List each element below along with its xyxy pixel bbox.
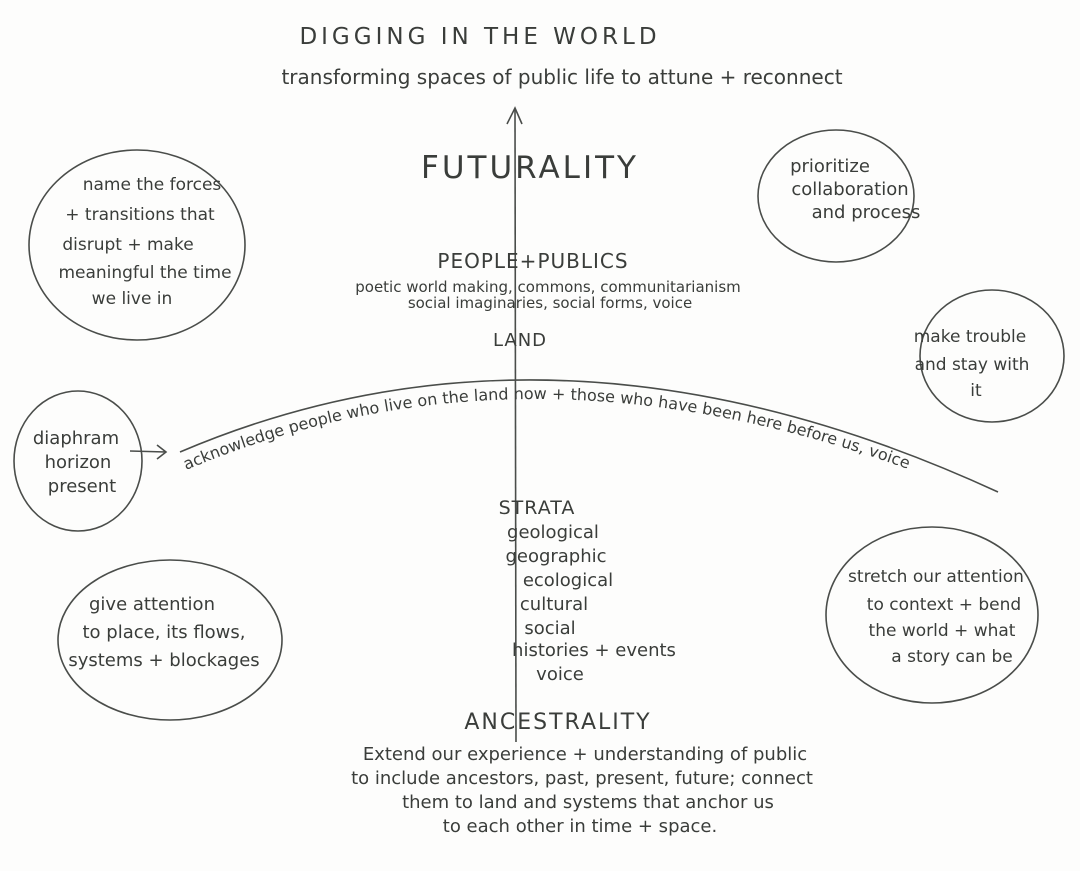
bubble-text: stretch our attention (848, 567, 1024, 587)
bubble-diaphram: diaphram horizon present (13, 390, 143, 532)
ancestrality-line: them to land and systems that anchor us (402, 792, 774, 813)
bubble-text: the world + what (869, 621, 1016, 641)
subtitle: transforming spaces of public life to at… (281, 65, 842, 89)
futurality-label: FUTURALITY (421, 150, 639, 186)
bubble-text: collaboration (791, 179, 908, 200)
bubble-text: give attention (89, 594, 215, 615)
title: DIGGING IN THE WORLD (299, 24, 660, 50)
bubble-make-trouble: make trouble and stay with it (914, 289, 1065, 423)
bubble-text: to place, its flows, (83, 622, 246, 643)
bubble-text: horizon (45, 452, 112, 473)
vertical-axis (514, 109, 517, 743)
bubble-text: disrupt + make (62, 235, 193, 255)
arrow-right-icon (129, 444, 168, 460)
strata-heading: STRATA (499, 497, 576, 519)
ancestrality-label: ANCESTRALITY (464, 710, 651, 735)
ancestrality-line: to each other in time + space. (443, 816, 717, 837)
ancestrality-line: Extend our experience + understanding of… (363, 744, 807, 765)
strata-item: histories + events (512, 640, 676, 661)
people-publics-heading: PEOPLE+PUBLICS (437, 249, 628, 273)
strata-item: cultural (520, 594, 588, 615)
bubble-text: to context + bend (867, 595, 1021, 615)
strata-item: voice (536, 664, 584, 685)
people-publics-line: social imaginaries, social forms, voice (408, 294, 692, 312)
ancestrality-line: to include ancestors, past, present, fut… (351, 768, 813, 789)
strata-item: social (524, 618, 575, 639)
horizon-curve (179, 379, 999, 493)
bubble-text: make trouble (914, 327, 1027, 347)
bubble-text: it (970, 381, 982, 401)
bubble-text: + transitions that (65, 205, 215, 225)
strata-item: ecological (523, 570, 613, 591)
bubble-stretch: stretch our attention to context + bend … (825, 526, 1039, 704)
bubble-give-attention: give attention to place, its flows, syst… (57, 559, 283, 721)
bubble-text: and process (812, 202, 921, 223)
bubble-text: present (48, 476, 116, 497)
bubble-text: a story can be (891, 647, 1012, 667)
horizon-text: acknowledge people who live on the land … (180, 384, 913, 474)
bubble-name-forces: name the forces + transitions that disru… (28, 149, 246, 341)
people-publics-line: poetic world making, commons, communitar… (355, 278, 741, 296)
bubble-text: diaphram (33, 428, 119, 449)
land-heading: LAND (493, 330, 547, 351)
strata-item: geological (507, 522, 599, 543)
strata-item: geographic (505, 546, 606, 567)
bubble-text: and stay with (915, 355, 1030, 375)
bubble-prioritize: prioritize collaboration and process (757, 129, 921, 263)
bubble-text: name the forces (83, 175, 222, 195)
bubble-text: prioritize (790, 156, 870, 177)
bubble-text: meaningful the time (58, 263, 231, 283)
bubble-text: we live in (92, 289, 173, 309)
bubble-text: systems + blockages (68, 650, 259, 671)
arrow-up-icon (506, 106, 523, 125)
